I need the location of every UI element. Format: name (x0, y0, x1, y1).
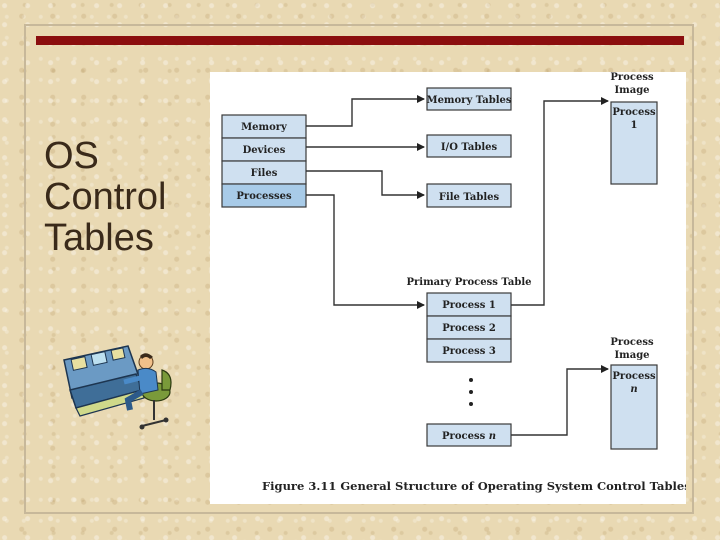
memory-connector (306, 95, 425, 127)
process-image-bottom-label-1: Process (612, 371, 656, 382)
slide-frame (24, 24, 694, 514)
process-image-bottom-header-2: Image (614, 350, 649, 361)
process-2-label: Process 2 (442, 323, 496, 334)
io-tables-box (426, 134, 512, 158)
memory-tables-box (426, 87, 512, 111)
files-row-label: Files (251, 168, 278, 179)
computer-operator-clipart (58, 340, 178, 435)
computer-operator-icon (63, 345, 172, 430)
devices-row-label: Devices (243, 145, 286, 156)
figure-caption: Figure 3.11 General Structure of Operati… (262, 479, 686, 493)
os-resource-table: Memory Devices Files Processes (221, 114, 307, 208)
file-tables-box (426, 183, 512, 208)
file-tables-label: File Tables (439, 192, 500, 203)
process-image-bottom-box (610, 364, 658, 450)
process-image-top-header-2: Image (614, 85, 649, 96)
process-1-label: Process 1 (442, 300, 496, 311)
process-image-top-box (610, 101, 658, 185)
control-tables-figure: Memory Devices Files Processes Memory Ta… (210, 72, 686, 504)
process-3-label: Process 3 (442, 346, 496, 357)
slide-title: OS Control Tables (44, 136, 204, 259)
files-connector (306, 170, 425, 199)
slide-title-line-1: OS (44, 135, 99, 177)
slide-title-line-2: Control (44, 176, 167, 218)
process-n-label: Process n (442, 431, 496, 442)
memory-row-label: Memory (241, 122, 288, 133)
process-image-bottom-label-2: n (630, 384, 637, 395)
control-tables-diagram: Memory Devices Files Processes Memory Ta… (221, 72, 686, 493)
process-image-top-label-2: 1 (631, 120, 638, 131)
process-image-top-header-1: Process (610, 72, 654, 83)
io-tables-label: I/O Tables (441, 142, 498, 153)
processes-row-label: Processes (236, 191, 292, 202)
primary-process-table: Process 1 Process 2 Process 3 (426, 292, 512, 363)
ellipsis-dots (469, 378, 473, 406)
process-3-row (426, 338, 512, 363)
title-accent-bar (36, 36, 684, 45)
primary-process-table-title: Primary Process Table (407, 277, 532, 288)
process-1-connector (511, 97, 609, 306)
process-image-bottom-header-1: Process (610, 337, 654, 348)
process-n-connector (511, 365, 609, 436)
memory-tables-label: Memory Tables (427, 95, 512, 106)
processes-connector (306, 194, 425, 309)
slide-title-line-3: Tables (44, 217, 154, 259)
process-image-top-label-1: Process (612, 107, 656, 118)
